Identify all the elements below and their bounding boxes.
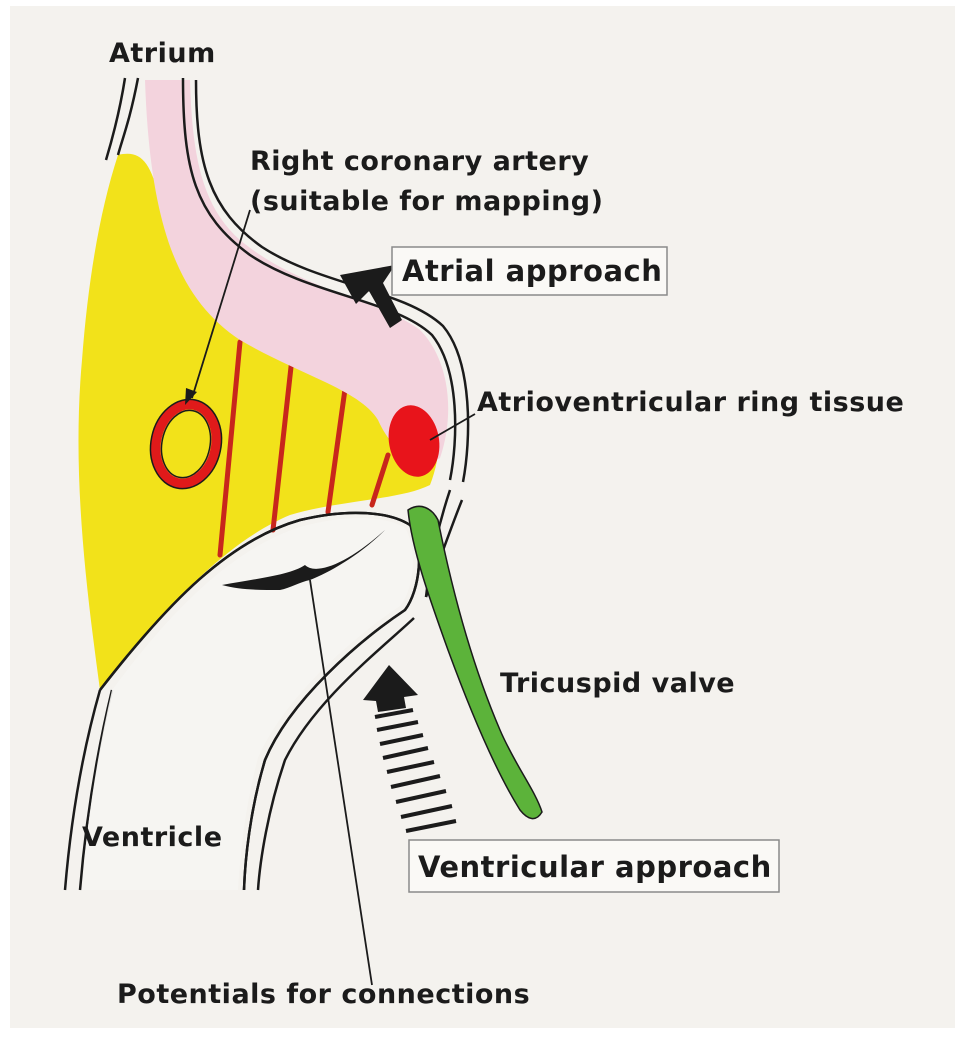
- ventricular-approach-label: Ventricular approach: [418, 850, 772, 884]
- rca-label-line2: (suitable for mapping): [250, 186, 603, 217]
- av-ring-tissue-label: Atrioventricular ring tissue: [477, 387, 904, 418]
- atrium-label: Atrium: [109, 38, 216, 69]
- ventricle-label: Ventricle: [82, 822, 223, 853]
- potentials-label: Potentials for connections: [117, 979, 530, 1010]
- rca-label-line1: Right coronary artery: [250, 146, 589, 177]
- tricuspid-valve-label: Tricuspid valve: [500, 668, 735, 699]
- atrial-approach-label: Atrial approach: [402, 254, 662, 288]
